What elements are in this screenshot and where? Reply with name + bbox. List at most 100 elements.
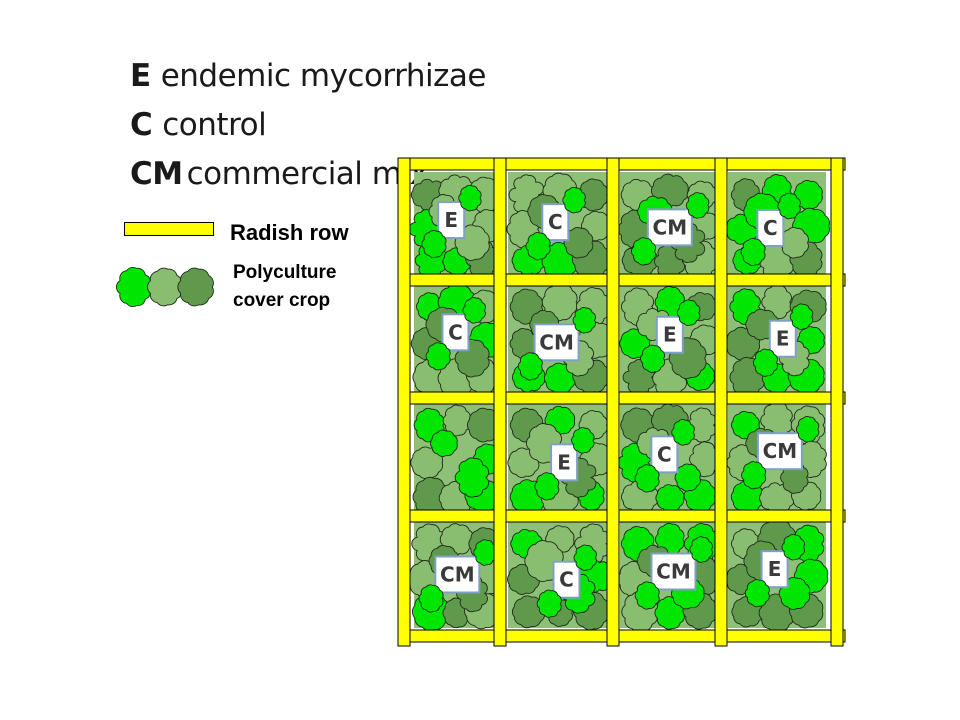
plot-cell: CM xyxy=(617,520,722,633)
cover-crop-clump xyxy=(563,226,594,259)
radish-row-horizontal xyxy=(397,391,846,405)
cover-crop-clump xyxy=(631,237,657,266)
radish-rows xyxy=(397,157,846,647)
cover-crop-clump xyxy=(674,463,701,492)
legend-text: endemic mycorrhizae xyxy=(160,58,487,94)
radish-row-vertical xyxy=(606,157,620,647)
plot-label: CM xyxy=(763,439,798,463)
cover-crop-clump xyxy=(442,404,471,437)
radish-row-horizontal xyxy=(397,273,846,287)
cover-crop-clump xyxy=(634,581,660,610)
plot-label-box xyxy=(650,552,697,591)
plot-cell: C xyxy=(617,400,720,514)
cover-crop-clump xyxy=(116,266,151,308)
plot-label: CM xyxy=(656,559,691,583)
radish-row-swatch xyxy=(124,222,214,236)
cover-crop-clump xyxy=(536,589,562,618)
plot-label-box xyxy=(533,323,580,362)
plot-label: CM xyxy=(440,562,475,586)
cover-crop-clump xyxy=(744,579,770,608)
plot-label: CM xyxy=(653,215,688,239)
cover-crop-clump xyxy=(512,595,546,629)
cover-crop-clump xyxy=(517,352,543,381)
radish-row-horizontal xyxy=(397,509,846,523)
plot-label-box xyxy=(756,432,803,471)
plot-cell: CM xyxy=(726,400,827,514)
radish-row-vertical xyxy=(397,157,411,647)
plot-cell: E xyxy=(408,172,502,279)
cover-crop-clump xyxy=(177,267,214,307)
plot-label-box xyxy=(434,555,481,594)
plot-label: C xyxy=(448,320,463,344)
legend-text: commercial mix xyxy=(186,156,428,192)
cover-crop-clump xyxy=(421,230,447,259)
plot-label-box xyxy=(646,208,693,247)
cover-crop-clump xyxy=(777,192,801,220)
plot-label-box xyxy=(650,435,679,474)
cover-crop-clump xyxy=(781,534,805,561)
cover-crop-clump xyxy=(676,299,701,326)
plot-label-box xyxy=(541,203,570,242)
plot-label: E xyxy=(557,450,571,474)
plot-label-box xyxy=(437,201,466,240)
plot-cell: C xyxy=(725,172,830,282)
radish-row-label: Radish row xyxy=(230,220,349,245)
cover-crop-clump xyxy=(462,297,486,324)
plot-label-box xyxy=(550,443,579,482)
cover-crop-clump xyxy=(689,536,713,563)
cover-crop-clump xyxy=(454,457,490,498)
plots: E C CM C C CM E E E C CM CM C CM E xyxy=(407,172,830,633)
legend-abbr: CM xyxy=(130,156,183,192)
radish-row-vertical xyxy=(830,157,844,647)
cover-crop-clump xyxy=(425,342,451,371)
plot-label: E xyxy=(776,327,790,351)
plot-cell: CM xyxy=(508,282,615,395)
cover-crop-clump xyxy=(685,192,710,219)
plot-cell: E xyxy=(619,282,721,399)
plot-cell: E xyxy=(507,400,613,517)
legend-text: control xyxy=(162,107,267,143)
plot-label: C xyxy=(657,442,672,466)
plot-label: C xyxy=(559,568,574,592)
radish-row-vertical xyxy=(714,157,728,647)
cover-crop-clump xyxy=(418,584,444,613)
radish-row-vertical xyxy=(493,157,507,647)
plot-cell: E xyxy=(725,518,829,633)
plot-label: C xyxy=(548,210,563,234)
plot-label-box xyxy=(756,208,785,247)
radish-row-horizontal xyxy=(397,629,846,643)
cover-crop-swatch xyxy=(116,266,214,308)
plot-label-box xyxy=(760,550,789,589)
cover-crop-clump xyxy=(640,344,666,373)
plot-label: E xyxy=(444,208,458,232)
plot-label: C xyxy=(763,216,778,240)
cover-crop-clump xyxy=(430,429,458,457)
plot-label-box xyxy=(441,313,470,352)
cover-crop-clump xyxy=(752,348,778,377)
cover-crop-clump xyxy=(147,267,183,307)
plot-label-box xyxy=(768,319,797,358)
plot-label-box xyxy=(552,560,581,599)
cover-crop-clump xyxy=(671,419,695,446)
plot-label: CM xyxy=(539,330,574,354)
cover-crop-clump xyxy=(534,472,560,501)
cover-crop-clump xyxy=(634,464,660,493)
plot-cell: E xyxy=(724,282,827,398)
cover-crop-clump xyxy=(741,461,767,490)
legend-abbr: E xyxy=(130,58,151,94)
radish-row-horizontal xyxy=(397,157,846,171)
cover-crop-clump xyxy=(572,307,596,334)
cover-crop-label-line1: Polyculture xyxy=(233,262,337,283)
plot-cell: C xyxy=(506,172,612,282)
cover-crop-clump xyxy=(789,303,814,330)
cover-crop-clump xyxy=(571,427,595,454)
cover-crop-clump xyxy=(458,184,482,212)
plot-label: E xyxy=(768,557,782,581)
cover-crop-clump xyxy=(655,484,685,512)
plot-label: E xyxy=(663,323,677,347)
cover-crop-clump xyxy=(795,416,820,443)
